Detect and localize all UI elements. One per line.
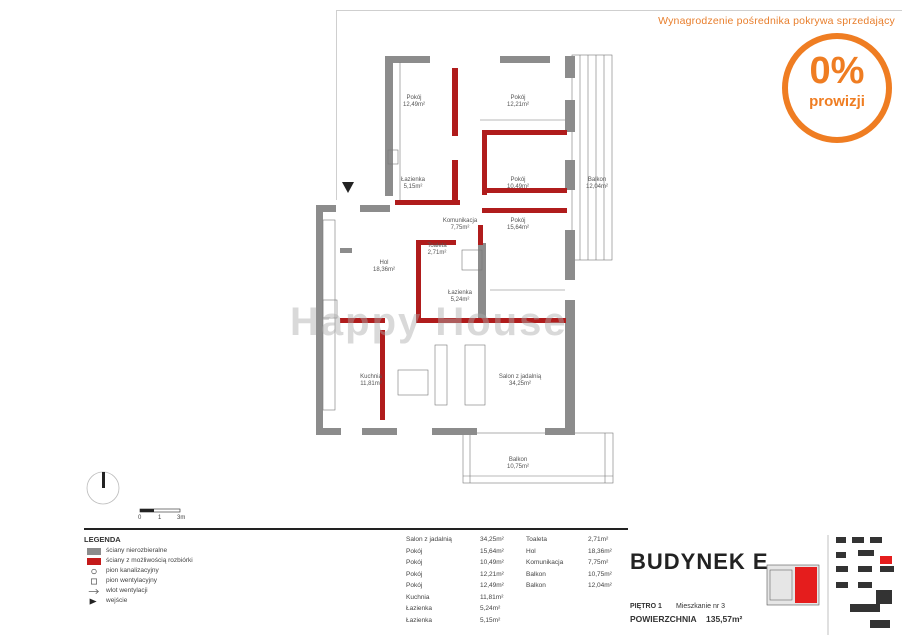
legend-item: ściany nierozbieralne	[84, 547, 384, 557]
apartment-label: Mieszkanie nr 3	[676, 603, 726, 610]
scale-tick-1: 1	[158, 515, 162, 521]
frame-left-line	[336, 10, 337, 200]
entrance-triangle-icon	[89, 598, 97, 605]
badge-percent: 0%	[809, 50, 865, 92]
balcony-right	[571, 54, 613, 261]
removable-wall-swatch	[87, 558, 101, 565]
site-map	[766, 535, 894, 635]
fixtures	[322, 62, 565, 411]
building-title: BUDYNEK E	[630, 549, 769, 574]
entrance-triangle-icon	[342, 182, 354, 193]
legend-title: LEGENDA	[84, 535, 121, 544]
arrow-icon	[88, 589, 99, 594]
legend-item: ściany z możliwością rozbiórki	[84, 557, 384, 567]
scale-tick-0: 0	[138, 515, 142, 521]
badge-label: prowizji	[809, 93, 865, 110]
north-arrow-icon	[86, 471, 120, 505]
frame-top-line	[336, 10, 902, 11]
legend-item: wlot wentylacji	[84, 587, 384, 597]
legend-item: pion kanalizacyjny	[84, 567, 384, 577]
scale-tick-3: 3m	[177, 515, 186, 521]
removable-walls	[340, 68, 567, 420]
watermark: Happy House	[290, 300, 568, 344]
commission-badge: 0% prowizji	[782, 33, 892, 143]
area-label: POWIERZCHNIA	[630, 614, 697, 624]
balcony-bottom	[462, 432, 614, 484]
commission-banner: Wynagrodzenie pośrednika pokrywa sprzeda…	[658, 15, 895, 27]
legend-item: pion wentylacyjny	[84, 577, 384, 587]
vent-icon	[91, 578, 97, 585]
drain-icon	[91, 568, 97, 575]
floor-label: PIĘTRO 1	[630, 603, 662, 610]
legend: LEGENDA ściany nierozbieralne ściany z m…	[84, 535, 384, 607]
scale-bar	[139, 508, 181, 513]
legend-item: wejście	[84, 597, 384, 607]
legend-top-rule	[84, 528, 628, 530]
fixed-wall-swatch	[87, 548, 101, 555]
area-value: 135,57m²	[706, 614, 743, 624]
fixed-walls	[316, 56, 575, 435]
